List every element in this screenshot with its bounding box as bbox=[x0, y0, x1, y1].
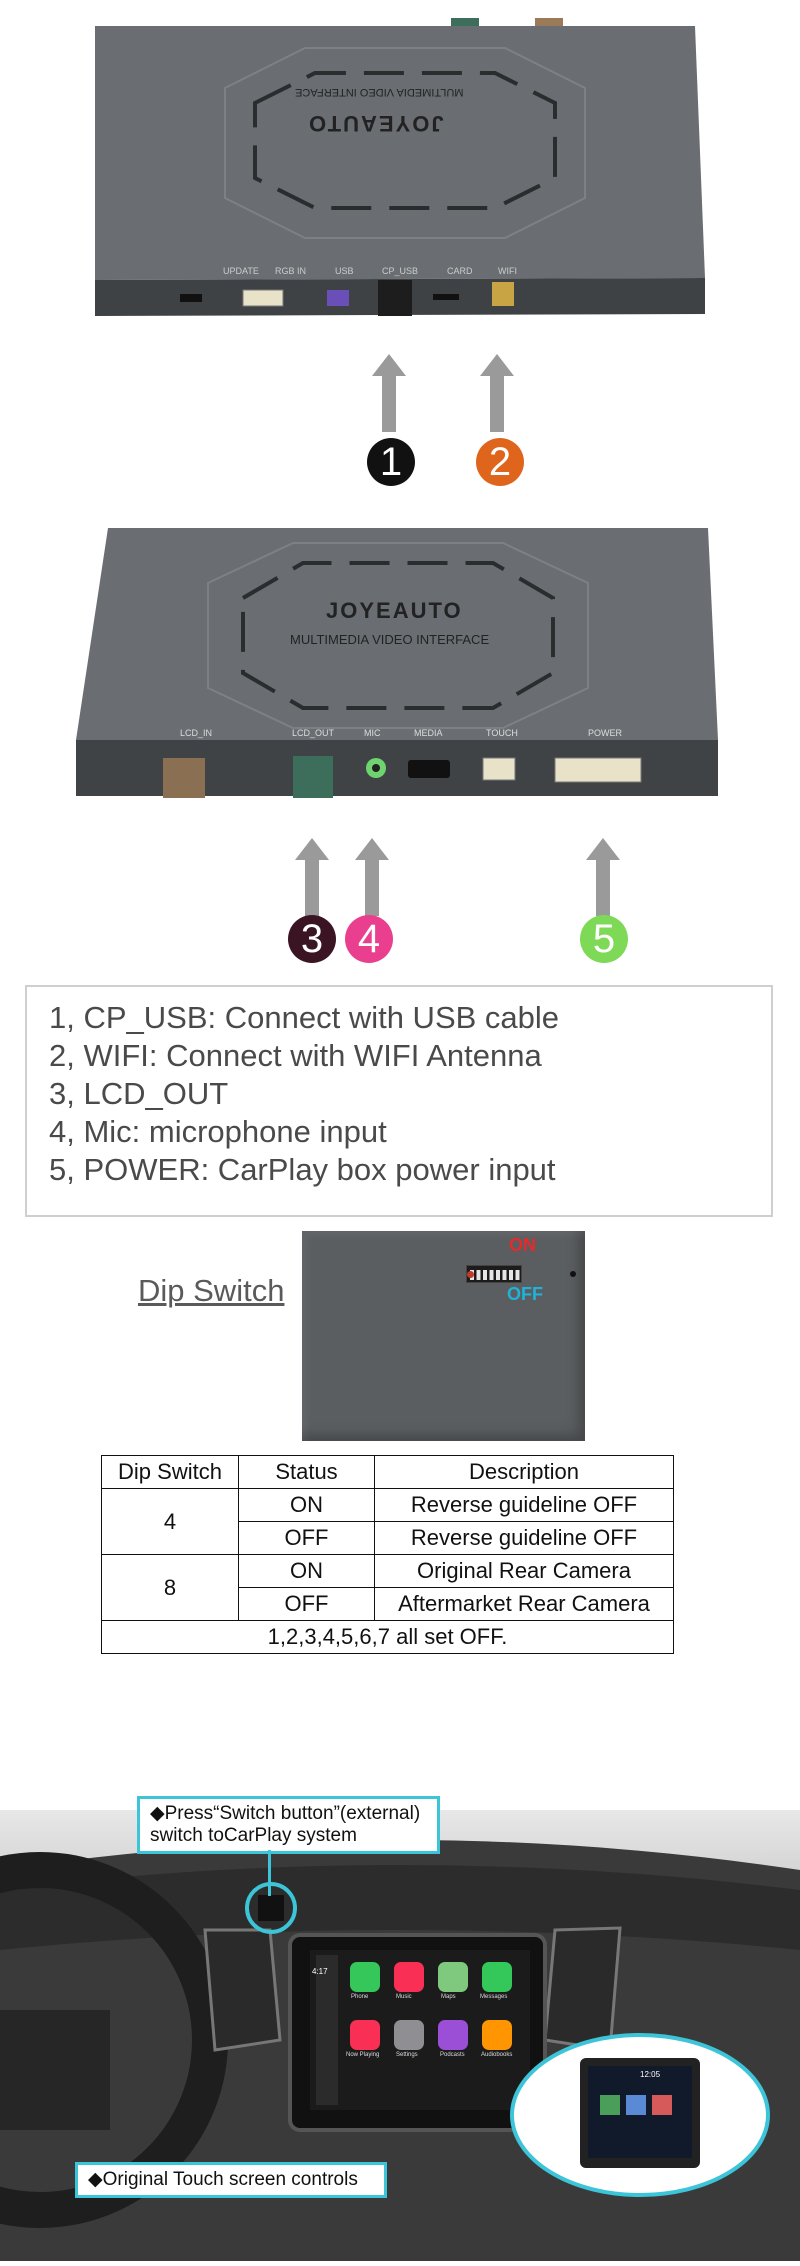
app-podcasts[interactable]: Podcasts bbox=[440, 2052, 465, 2058]
arrow-5 bbox=[586, 838, 620, 916]
cell-footer: 1,2,3,4,5,6,7 all set OFF. bbox=[101, 1620, 674, 1654]
pinhole-icon bbox=[570, 1271, 576, 1277]
port-label-wifi: WIFI bbox=[498, 266, 517, 276]
callout-connector bbox=[268, 1850, 271, 1896]
marker-1: 1 bbox=[367, 438, 415, 486]
dashboard-illustration bbox=[0, 1810, 800, 2261]
car-dashboard-photo: 4:17 Phone Music Maps Messages Now Playi… bbox=[0, 1810, 800, 2261]
callout-switch-line1: ◆Press“Switch button”(external) bbox=[150, 1803, 421, 1824]
arrow-2 bbox=[480, 354, 514, 432]
dip-switch-label: Dip Switch bbox=[138, 1273, 285, 1308]
arrow-4 bbox=[355, 838, 389, 916]
th-dip-switch: Dip Switch bbox=[101, 1455, 239, 1489]
cell-description: Original Rear Camera bbox=[374, 1554, 674, 1588]
app-settings[interactable]: Settings bbox=[396, 2052, 418, 2058]
table-row: 4 ON Reverse guideline OFF bbox=[101, 1488, 674, 1555]
marker-5: 5 bbox=[580, 915, 628, 963]
subtitle-top: MULTIMEDIA VIDEO INTERFACE bbox=[295, 86, 464, 98]
marker-2: 2 bbox=[476, 438, 524, 486]
note-3: 3, LCD_OUT bbox=[49, 1076, 229, 1111]
marker-3: 3 bbox=[288, 915, 336, 963]
brand-top: JOYEAUTO bbox=[307, 111, 444, 136]
marker-4: 4 bbox=[345, 915, 393, 963]
port-label-cp-usb: CP_USB bbox=[382, 266, 419, 276]
port-label-update: UPDATE bbox=[223, 266, 259, 276]
table-row: OFF Reverse guideline OFF bbox=[102, 1521, 674, 1555]
app-maps[interactable]: Maps bbox=[441, 1994, 456, 2000]
callout-switch-line2: switch toCarPlay system bbox=[150, 1825, 357, 1846]
port-label-media: MEDIA bbox=[414, 728, 443, 738]
dip-switch-table: Dip Switch Status Description 4 ON Rever… bbox=[101, 1455, 674, 1654]
dip-on-label: ON bbox=[509, 1235, 536, 1255]
th-status: Status bbox=[238, 1455, 375, 1489]
th-description: Description bbox=[374, 1455, 674, 1489]
note-2: 2, WIFI: Connect with WIFI Antenna bbox=[49, 1038, 542, 1073]
carplay-clock: 4:17 bbox=[312, 1967, 328, 1976]
device-bottom-illustration bbox=[76, 528, 718, 798]
arrow-1 bbox=[372, 354, 406, 432]
table-row: OFF Aftermarket Rear Camera bbox=[102, 1587, 674, 1621]
table-header-row: Dip Switch Status Description bbox=[101, 1455, 674, 1489]
device-top-photo: JOYEAUTO MULTIMEDIA VIDEO INTERFACE UPDA… bbox=[95, 18, 715, 318]
table-footer-row: 1,2,3,4,5,6,7 all set OFF. bbox=[101, 1620, 674, 1654]
port-label-card: CARD bbox=[447, 266, 473, 276]
port-label-usb: USB bbox=[335, 266, 354, 276]
cell-status: OFF bbox=[238, 1587, 375, 1621]
port-label-touch: TOUCH bbox=[486, 728, 518, 738]
port-notes-box: 1, CP_USB: Connect with USB cable 2, WIF… bbox=[25, 985, 773, 1217]
switch-button-callout: ◆Press“Switch button”(external) switch t… bbox=[137, 1796, 440, 1854]
table-row: 8 ON Original Rear Camera bbox=[101, 1554, 674, 1621]
cell-description: Reverse guideline OFF bbox=[374, 1521, 674, 1555]
oem-clock: 12:05 bbox=[640, 2070, 661, 2079]
app-now-playing[interactable]: Now Playing bbox=[346, 2052, 380, 2058]
subtitle-bottom: MULTIMEDIA VIDEO INTERFACE bbox=[290, 632, 490, 647]
dip-off-label: OFF bbox=[507, 1284, 543, 1304]
touch-controls-callout: ◆Original Touch screen controls bbox=[75, 2162, 387, 2198]
port-label-power: POWER bbox=[588, 728, 623, 738]
brand-bottom: JOYEAUTO bbox=[326, 598, 463, 623]
app-music[interactable]: Music bbox=[396, 1994, 412, 2000]
dip-switch-block bbox=[466, 1265, 522, 1283]
cell-status: ON bbox=[238, 1554, 375, 1588]
cell-description: Aftermarket Rear Camera bbox=[374, 1587, 674, 1621]
note-5: 5, POWER: CarPlay box power input bbox=[49, 1152, 556, 1187]
dip-switch-photo bbox=[302, 1231, 585, 1441]
cell-description: Reverse guideline OFF bbox=[374, 1488, 674, 1522]
cell-switch-4: 4 bbox=[101, 1488, 239, 1555]
app-audiobooks[interactable]: Audiobooks bbox=[481, 2052, 513, 2058]
led-icon bbox=[467, 1271, 474, 1278]
port-label-lcd-in: LCD_IN bbox=[180, 728, 213, 738]
note-4: 4, Mic: microphone input bbox=[49, 1114, 387, 1149]
cell-status: OFF bbox=[238, 1521, 375, 1555]
device-top-illustration bbox=[95, 18, 705, 316]
cell-switch-8: 8 bbox=[101, 1554, 239, 1621]
arrow-3 bbox=[295, 838, 329, 916]
app-phone[interactable]: Phone bbox=[351, 1994, 369, 2000]
port-label-mic: MIC bbox=[364, 728, 381, 738]
cell-status: ON bbox=[238, 1488, 375, 1522]
port-label-rgb: RGB IN bbox=[275, 266, 307, 276]
device-bottom-photo: JOYEAUTO MULTIMEDIA VIDEO INTERFACE LCD_… bbox=[68, 508, 728, 798]
app-messages[interactable]: Messages bbox=[480, 1994, 508, 2000]
note-1: 1, CP_USB: Connect with USB cable bbox=[49, 1000, 560, 1035]
port-label-lcd-out: LCD_OUT bbox=[292, 728, 335, 738]
